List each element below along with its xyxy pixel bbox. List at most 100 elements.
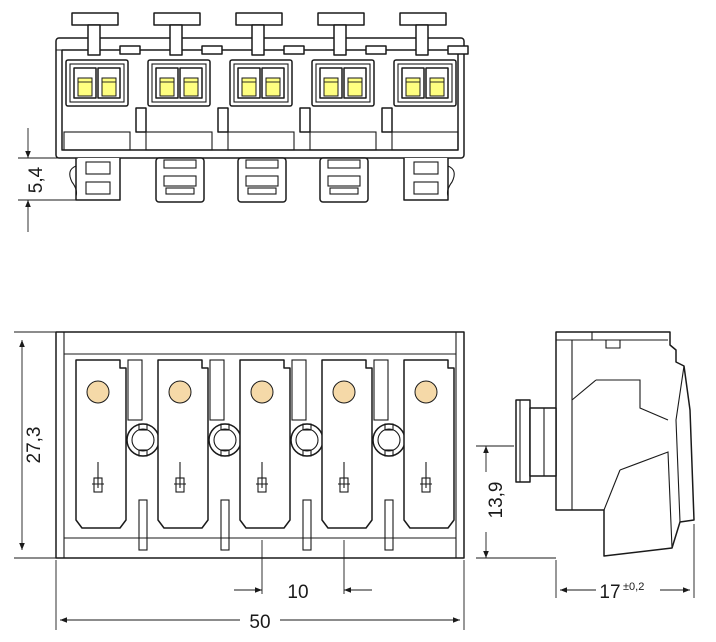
top-pole-unit <box>299 12 387 151</box>
pin-key-body <box>93 477 103 493</box>
contact-plate <box>321 359 373 529</box>
dim-depth-tolerance: ±0,2 <box>623 581 644 593</box>
clamp-slot <box>241 77 257 97</box>
top-notch <box>447 45 469 55</box>
latch-window <box>413 181 439 195</box>
side-top-notch <box>591 332 621 349</box>
contact-plate <box>75 359 127 529</box>
socket-key <box>220 449 230 457</box>
push-tab-head <box>235 12 283 26</box>
latch-window <box>247 187 277 195</box>
unit-divider <box>381 107 393 133</box>
front-pole-unit <box>75 359 160 551</box>
clamp-housing-inner <box>397 63 453 103</box>
dim-total-width-label: 50 <box>249 612 270 633</box>
pin-key-body <box>339 477 349 493</box>
latch-window <box>163 159 197 169</box>
unit-base <box>391 131 459 151</box>
clamp-slot <box>183 77 199 97</box>
latch-hook <box>69 165 78 197</box>
pin-key-body <box>421 477 431 493</box>
unit-divider <box>217 107 229 133</box>
clamp-slot <box>159 77 175 97</box>
dim-total-height: 27,3 <box>14 331 56 559</box>
top-notch <box>201 45 223 55</box>
push-tab-stem <box>169 24 183 56</box>
dim-latch-height: 5,4 <box>18 128 78 232</box>
latch <box>237 157 287 203</box>
socket-key <box>302 423 312 431</box>
clamp-slot <box>405 77 421 97</box>
socket-key <box>220 423 230 431</box>
top-notch <box>283 45 305 55</box>
contact-dot <box>168 380 192 404</box>
unit-base <box>63 131 131 151</box>
unit-divider <box>299 107 311 133</box>
front-pole-unit <box>239 359 324 551</box>
latch-window <box>245 175 279 187</box>
clamp-slot <box>429 77 445 97</box>
clamp-housing-inner <box>315 63 371 103</box>
front-pole-unit <box>321 359 406 551</box>
latch-window <box>245 159 279 169</box>
latch-window <box>413 161 439 175</box>
latch-outer <box>319 157 369 203</box>
socket-inner <box>295 428 319 452</box>
contact-plate <box>157 359 209 529</box>
side-rear-flap <box>675 365 685 523</box>
latch-window <box>163 175 197 187</box>
dim-mount-height: 13,9 <box>476 445 556 559</box>
top-pole-unit <box>135 12 223 151</box>
latch-window <box>327 159 361 169</box>
latch <box>155 157 205 203</box>
unit-base <box>227 131 295 151</box>
pin-key-body <box>175 477 185 493</box>
push-tab-stem <box>251 24 265 56</box>
socket-key <box>138 449 148 457</box>
dim-mount-height-label: 13,9 <box>486 482 507 519</box>
push-tab-head <box>317 12 365 26</box>
bottom-rib <box>384 499 394 551</box>
push-tab-stem <box>87 24 101 56</box>
side-lower-ramp <box>619 451 673 549</box>
clamp-housing-inner <box>151 63 207 103</box>
top-latches <box>69 157 455 203</box>
front-view <box>55 331 465 559</box>
unit-divider <box>135 107 147 133</box>
contact-dot <box>250 380 274 404</box>
contact-plate <box>239 359 291 529</box>
top-pole-units <box>63 12 469 151</box>
push-tab-stem <box>415 24 429 56</box>
bottom-rib <box>302 499 312 551</box>
dim-pitch-label: 10 <box>287 582 308 603</box>
contact-dot <box>332 380 356 404</box>
clamp-housing-inner <box>69 63 125 103</box>
bottom-rib <box>220 499 230 551</box>
clamp-housing-inner <box>233 63 289 103</box>
unit-base <box>145 131 213 151</box>
latch-window <box>85 161 111 175</box>
push-tab-head <box>71 12 119 26</box>
pin-key-body <box>257 477 267 493</box>
side-plug-flange <box>515 399 531 483</box>
side-view <box>515 331 695 557</box>
latch-window <box>329 187 359 195</box>
bottom-rib <box>138 499 148 551</box>
channel-top <box>127 359 143 421</box>
channel-top <box>373 359 389 421</box>
side-clamp-edge <box>596 379 669 421</box>
front-pole-unit <box>157 359 242 551</box>
push-tab-head <box>399 12 447 26</box>
side-plug-body <box>529 407 557 477</box>
front-pole-units <box>75 359 455 551</box>
socket-key <box>302 449 312 457</box>
dim-depth-label: 17 <box>599 582 620 603</box>
dim-total-height-label: 27,3 <box>24 427 45 464</box>
latch-window <box>85 181 111 195</box>
latch-outer <box>403 158 449 201</box>
dim-latch-height-label: 5,4 <box>26 166 47 193</box>
top-pole-unit <box>217 12 305 151</box>
latch-window <box>327 175 361 187</box>
socket-inner <box>131 428 155 452</box>
